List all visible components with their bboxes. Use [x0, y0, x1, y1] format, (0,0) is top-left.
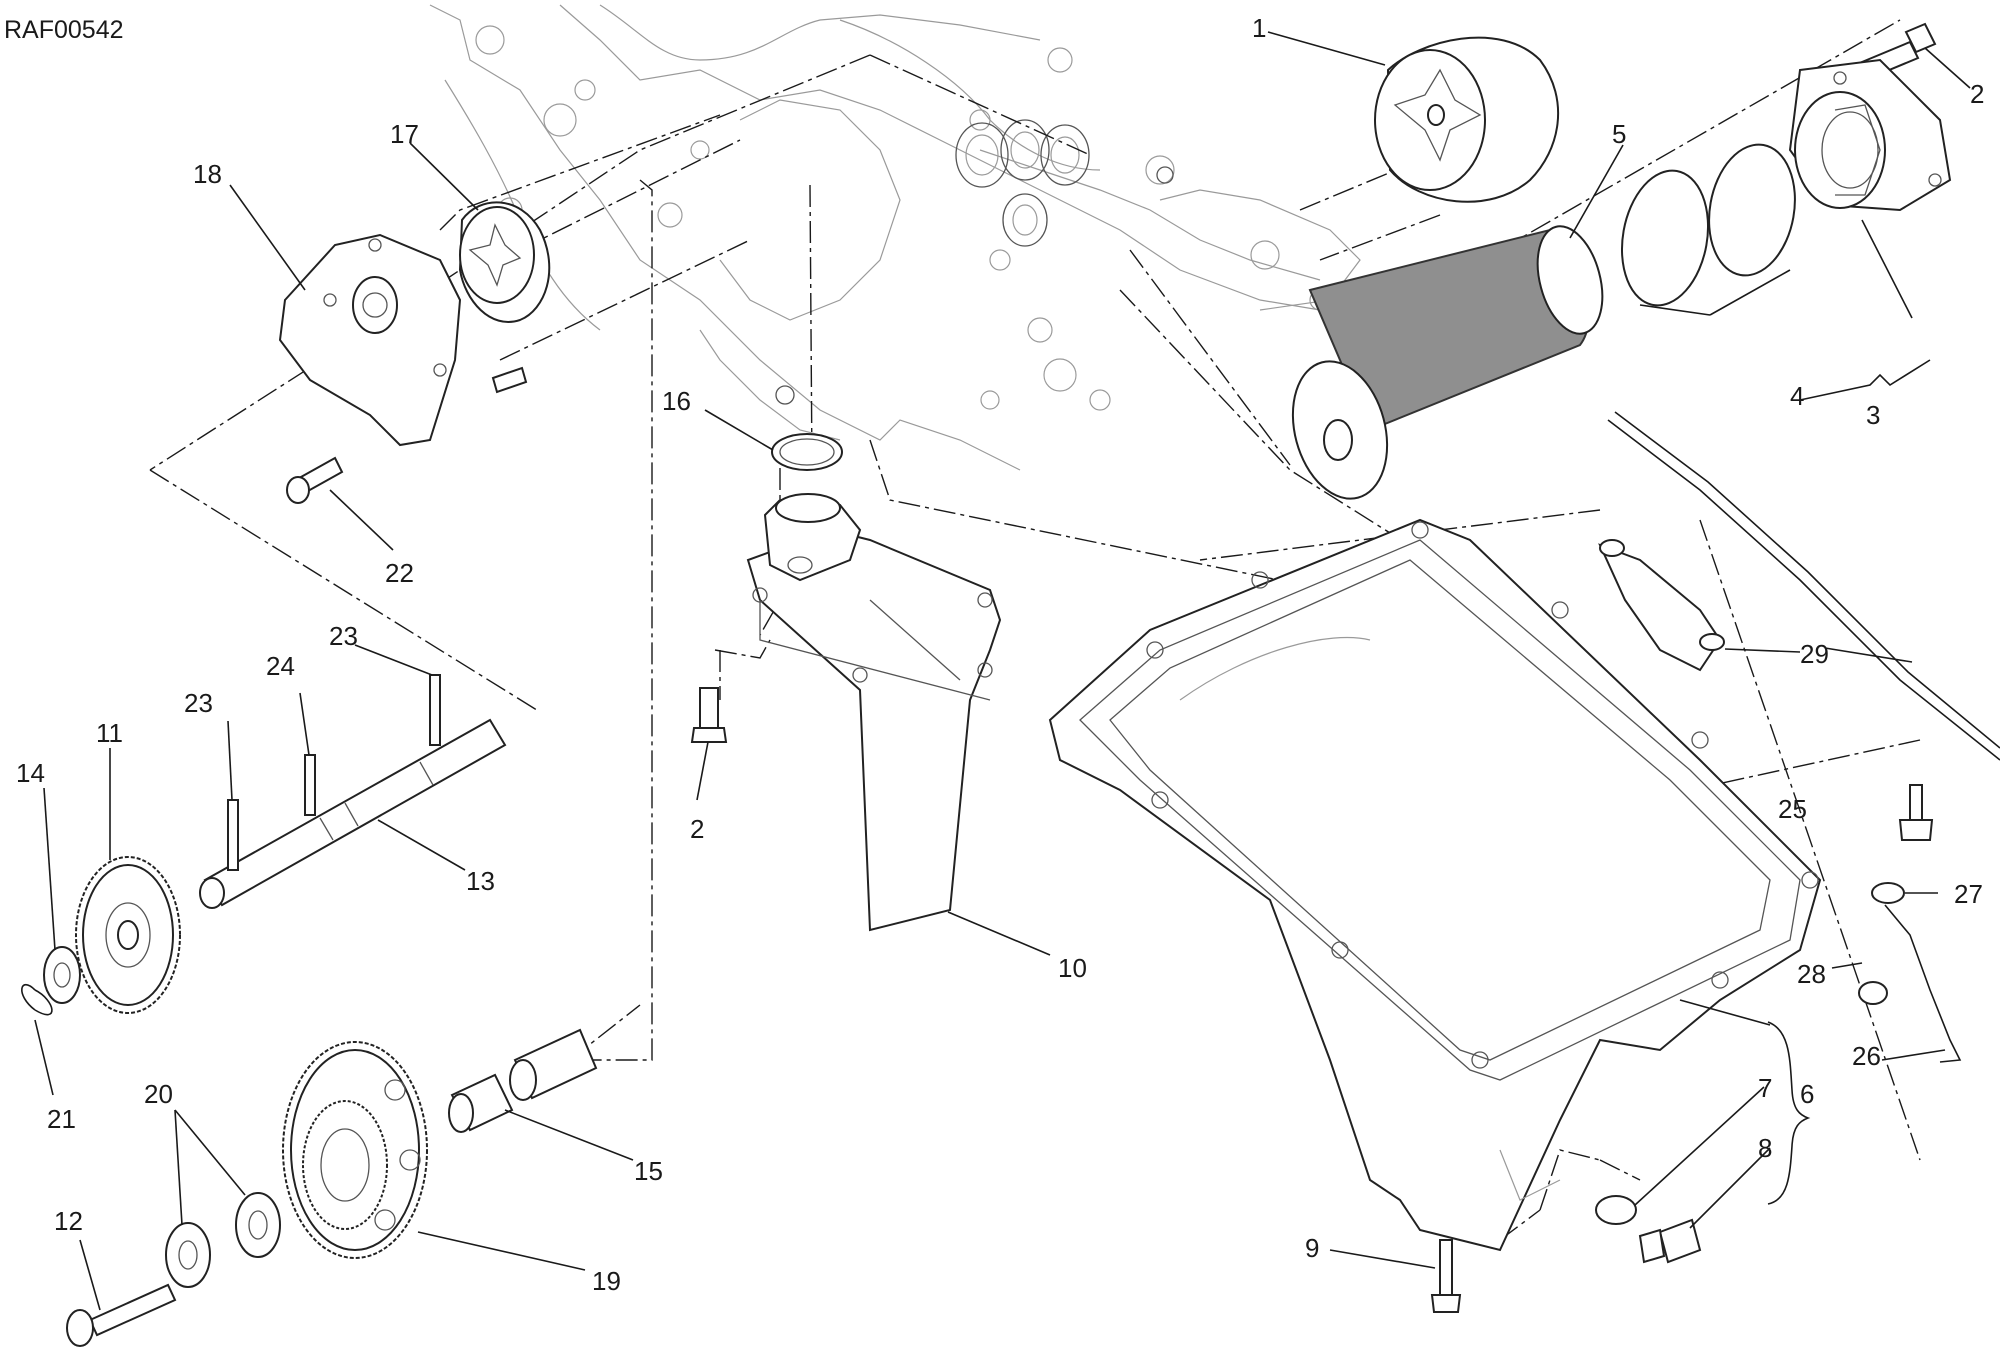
drawing-code: RAF00542	[4, 16, 124, 44]
part-5-oil-filter	[1291, 225, 1604, 500]
part-15-bearing	[448, 1073, 514, 1133]
callout-23: 23	[184, 688, 213, 718]
part-4-o-rings	[1620, 143, 1796, 307]
part-18-pump-cover	[278, 233, 462, 447]
callout-4: 4	[1790, 381, 1804, 411]
callout-21: 21	[47, 1104, 76, 1134]
callout-6: 6	[1800, 1079, 1814, 1109]
callout-8: 8	[1758, 1133, 1772, 1163]
callout-23: 23	[329, 621, 358, 651]
part-23-pin-a	[227, 799, 239, 871]
part-29-bracket	[1598, 539, 1725, 672]
part-14-washer	[43, 946, 81, 1004]
part-2-bolt-middle	[690, 687, 728, 743]
part-10-oil-pickup	[746, 493, 1002, 932]
part-27-washer	[1871, 882, 1905, 904]
part-28-nut	[1858, 981, 1888, 1005]
callout-24: 24	[266, 651, 295, 681]
part-21-circlip	[21, 983, 53, 1016]
callout-1: 1	[1252, 13, 1266, 43]
callout-18: 18	[193, 159, 222, 189]
callout-29: 29	[1800, 639, 1829, 669]
part-24-pin	[304, 754, 316, 816]
part-19-gear	[282, 1041, 428, 1259]
callout-11: 11	[96, 718, 123, 748]
callout-2: 2	[1970, 79, 1984, 109]
callout-7: 7	[1758, 1073, 1772, 1103]
callout-19: 19	[592, 1266, 621, 1296]
part-12-bolt	[66, 1283, 177, 1347]
bushing	[509, 1028, 598, 1101]
part-13-shaft	[199, 718, 507, 909]
callout-26: 26	[1852, 1041, 1881, 1071]
part-20-washer-b	[165, 1222, 211, 1288]
callout-13: 13	[466, 866, 495, 896]
callout-5: 5	[1612, 119, 1626, 149]
leader-lines	[34, 31, 1971, 1311]
callout-3: 3	[1866, 400, 1880, 430]
part-7-washer	[1595, 1195, 1637, 1225]
part-16-o-ring	[771, 433, 843, 471]
callout-28: 28	[1797, 959, 1826, 989]
part-26-wire-clip	[1884, 904, 1962, 1063]
callout-17: 17	[390, 119, 419, 149]
callout-25: 25	[1778, 794, 1807, 824]
callout-15: 15	[634, 1156, 663, 1186]
crankcase-outline	[429, 4, 1361, 471]
callout-10: 10	[1058, 953, 1087, 983]
callout-20: 20	[144, 1079, 173, 1109]
part-8-drain-plug	[1638, 1218, 1702, 1264]
part-20-washer-a	[235, 1192, 281, 1258]
callout-12: 12	[54, 1206, 83, 1236]
callout-27: 27	[1954, 879, 1983, 909]
part-3-filter-cover	[1788, 58, 1952, 212]
part-17-rotor	[458, 201, 551, 323]
part-22-screw	[286, 456, 344, 504]
part-25-stud	[1898, 784, 1934, 841]
callout-22: 22	[385, 558, 414, 588]
callout-2: 2	[690, 814, 704, 844]
dowel-pin	[491, 366, 528, 394]
dipstick-rod	[1607, 411, 2000, 761]
part-11-gear	[75, 856, 181, 1014]
callout-9: 9	[1305, 1233, 1319, 1263]
part-1-rotor	[1374, 36, 1560, 203]
callout-14: 14	[16, 758, 45, 788]
callout-16: 16	[662, 386, 691, 416]
part-9-bolt	[1430, 1239, 1462, 1313]
oil-pan	[1048, 518, 1822, 1252]
part-23-pin-b	[429, 674, 441, 746]
callout-labels: 1 2 2 3 4 5 6 7 8 9 10 11 12 13 14 15 16…	[16, 13, 1984, 1296]
